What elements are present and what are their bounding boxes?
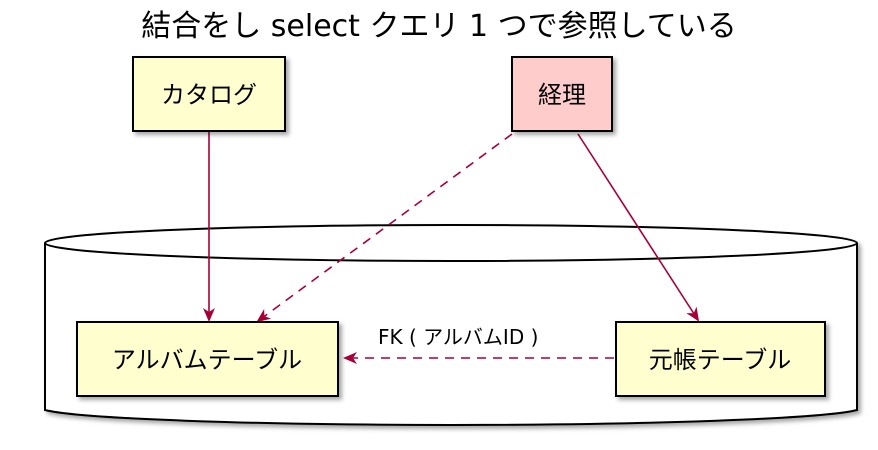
node-catalog-label: カタログ [161, 81, 257, 109]
edge-accounting-to-album [256, 133, 513, 323]
node-accounting-label: 経理 [538, 81, 586, 109]
node-album-table-label: アルバムテーブル [112, 346, 302, 374]
edge-accounting-to-ledger [577, 133, 700, 322]
node-ledger-table-label: 元帳テーブル [649, 346, 792, 374]
node-album-table[interactable]: アルバムテーブル [76, 321, 339, 397]
node-catalog[interactable]: カタログ [132, 56, 286, 132]
node-accounting[interactable]: 経理 [511, 56, 613, 132]
diagram-title: 結合をし select クエリ 1 つで参照している [141, 9, 736, 44]
node-ledger-table[interactable]: 元帳テーブル [615, 321, 826, 397]
edge-label-fk: FK ( アルバムID ) [378, 325, 538, 349]
